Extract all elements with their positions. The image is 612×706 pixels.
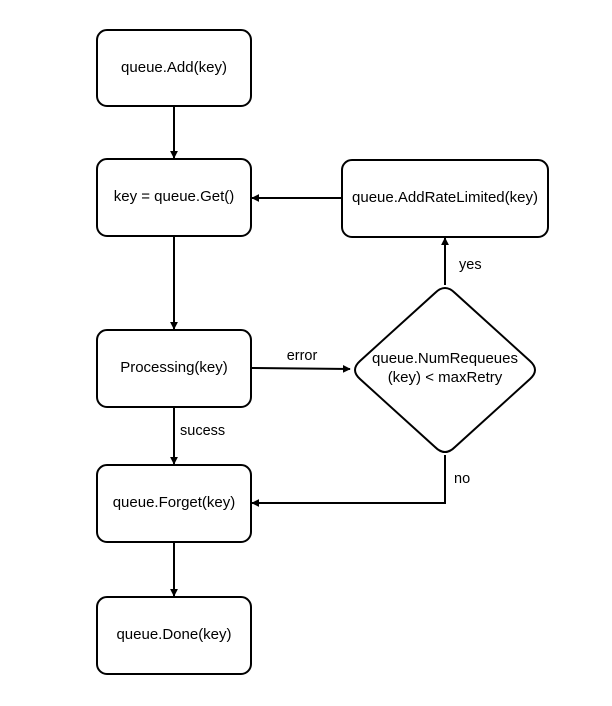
edge-label-sucess: sucess (180, 423, 225, 439)
edge-label-error: error (287, 348, 318, 364)
node-queue-add-rate-limited-label: queue.AddRateLimited(key) (352, 189, 538, 206)
edge-label-no: no (454, 471, 470, 487)
node-queue-add-label: queue.Add(key) (121, 59, 227, 76)
node-processing: Processing(key) (96, 329, 252, 408)
node-queue-add-rate-limited: queue.AddRateLimited(key) (341, 159, 549, 238)
node-queue-get-label: key = queue.Get() (114, 188, 234, 205)
node-queue-get: key = queue.Get() (96, 158, 252, 237)
node-decision-label-line1: queue.NumRequeues (372, 350, 518, 367)
node-processing-label: Processing(key) (120, 359, 228, 376)
node-queue-forget: queue.Forget(key) (96, 464, 252, 543)
node-queue-done: queue.Done(key) (96, 596, 252, 675)
edge-label-yes: yes (459, 257, 482, 273)
node-decision-num-requeues: queue.NumRequeues (key) < maxRetry (354, 287, 536, 453)
edge-decision-to-forget (251, 455, 446, 507)
node-queue-done-label: queue.Done(key) (116, 626, 231, 643)
node-queue-add: queue.Add(key) (96, 29, 252, 107)
node-decision-label-line2: (key) < maxRetry (388, 369, 503, 386)
node-queue-forget-label: queue.Forget(key) (113, 494, 236, 511)
edge-processing-to-decision (250, 364, 351, 373)
